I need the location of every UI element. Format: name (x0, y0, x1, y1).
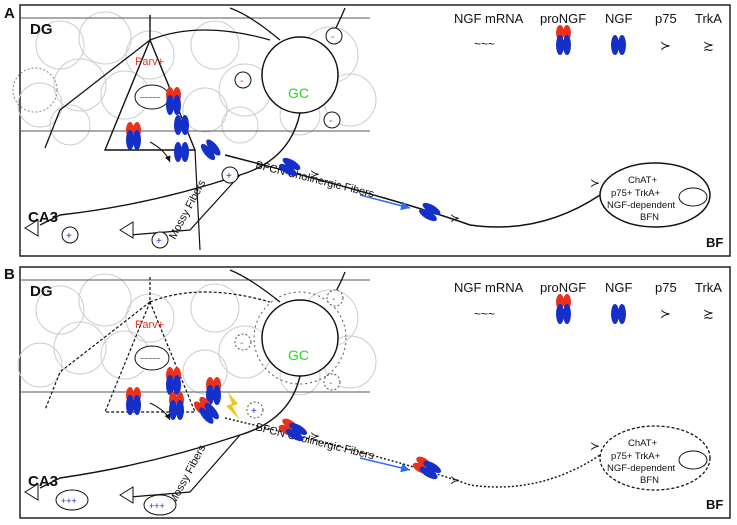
legend-trka-b: TrkA (695, 280, 722, 295)
legend-ngf-b: NGF (605, 280, 633, 295)
legend-mrna: NGF mRNA (454, 11, 524, 26)
legend-prongf-b: proNGF (540, 280, 586, 295)
trka-icon: ≿ (703, 38, 714, 53)
mossy-label-b: Mossy Fibers (167, 443, 209, 507)
sign: - (332, 294, 335, 305)
dg-label-b: DG (30, 283, 53, 300)
bfn-b-line-3: NGF-dependent (607, 463, 675, 474)
bf-label: BF (706, 235, 723, 250)
bfn-cell-b (599, 425, 711, 491)
mossy-label: Mossy Fibers (167, 178, 209, 242)
trka-icon: ≿ (703, 306, 714, 321)
lightning-bolt-icon (226, 392, 240, 420)
svg-text:≻: ≻ (450, 211, 460, 225)
sign: - (329, 115, 333, 127)
bfn-line-3: NGF-dependent (607, 200, 675, 211)
legend-trka: TrkA (695, 11, 722, 26)
gc-cell (261, 36, 339, 114)
p75-icon: ≻ (660, 38, 671, 53)
legend-prongf: proNGF (540, 11, 586, 26)
sign: +++ (149, 501, 165, 511)
svg-text:~~~~~: ~~~~~ (140, 356, 160, 363)
panel-b-letter: B (4, 266, 15, 283)
sign: + (226, 171, 232, 182)
p75-icon: ≻ (660, 306, 671, 321)
sign: - (331, 31, 335, 43)
legend-b: NGF mRNA ~~~ proNGF NGF p75 ≻ TrkA ≿ (454, 280, 722, 324)
sign: + (66, 231, 72, 242)
sign: - (329, 378, 332, 389)
legend-a: NGF mRNA ~~~ proNGF NGF p75 ≻ TrkA ≿ (454, 11, 722, 55)
svg-text:≻: ≻ (590, 176, 600, 190)
dg-label: DG (30, 21, 53, 38)
sign: - (240, 75, 244, 87)
gc-label-b: GC (288, 347, 309, 363)
bfn-line-4: BFN (640, 212, 659, 223)
bfn-line-1: ChAT+ (628, 175, 658, 186)
gc-label: GC (288, 85, 309, 101)
gc-cell-b (261, 299, 339, 377)
bf-label-b: BF (706, 497, 723, 512)
panel-b: B DG Parv+ ~~~~~ GC ChAT+ p75+ TrkA+ NGF… (4, 266, 731, 519)
svg-text:≻: ≻ (310, 429, 320, 443)
bfn-line-2: p75+ TrkA+ (611, 188, 661, 199)
sign: +++ (61, 496, 77, 506)
sign: - (240, 338, 243, 349)
sign: + (156, 236, 162, 247)
panel-a-letter: A (4, 5, 15, 22)
parv-label-b: Parv+ (135, 319, 164, 331)
svg-text:~~~: ~~~ (474, 37, 495, 51)
bfn-b-line-4: BFN (640, 475, 659, 486)
bfn-b-line-2: p75+ TrkA+ (611, 451, 661, 462)
svg-text:≻: ≻ (590, 439, 600, 453)
bfn-cell (599, 162, 711, 228)
legend-p75: p75 (655, 11, 677, 26)
parv-label: Parv+ (135, 56, 164, 68)
legend-p75-b: p75 (655, 280, 677, 295)
sign: + (251, 406, 257, 417)
legend-ngf: NGF (605, 11, 633, 26)
legend-mrna-b: NGF mRNA (454, 280, 524, 295)
svg-text:≻: ≻ (310, 167, 320, 181)
svg-text:~~~~~: ~~~~~ (140, 95, 160, 102)
panel-a: A DG Parv+ ~~~~~ GC (4, 4, 731, 257)
bfn-b-line-1: ChAT+ (628, 438, 658, 449)
svg-text:≻: ≻ (450, 473, 460, 487)
svg-text:~~~: ~~~ (474, 307, 495, 321)
